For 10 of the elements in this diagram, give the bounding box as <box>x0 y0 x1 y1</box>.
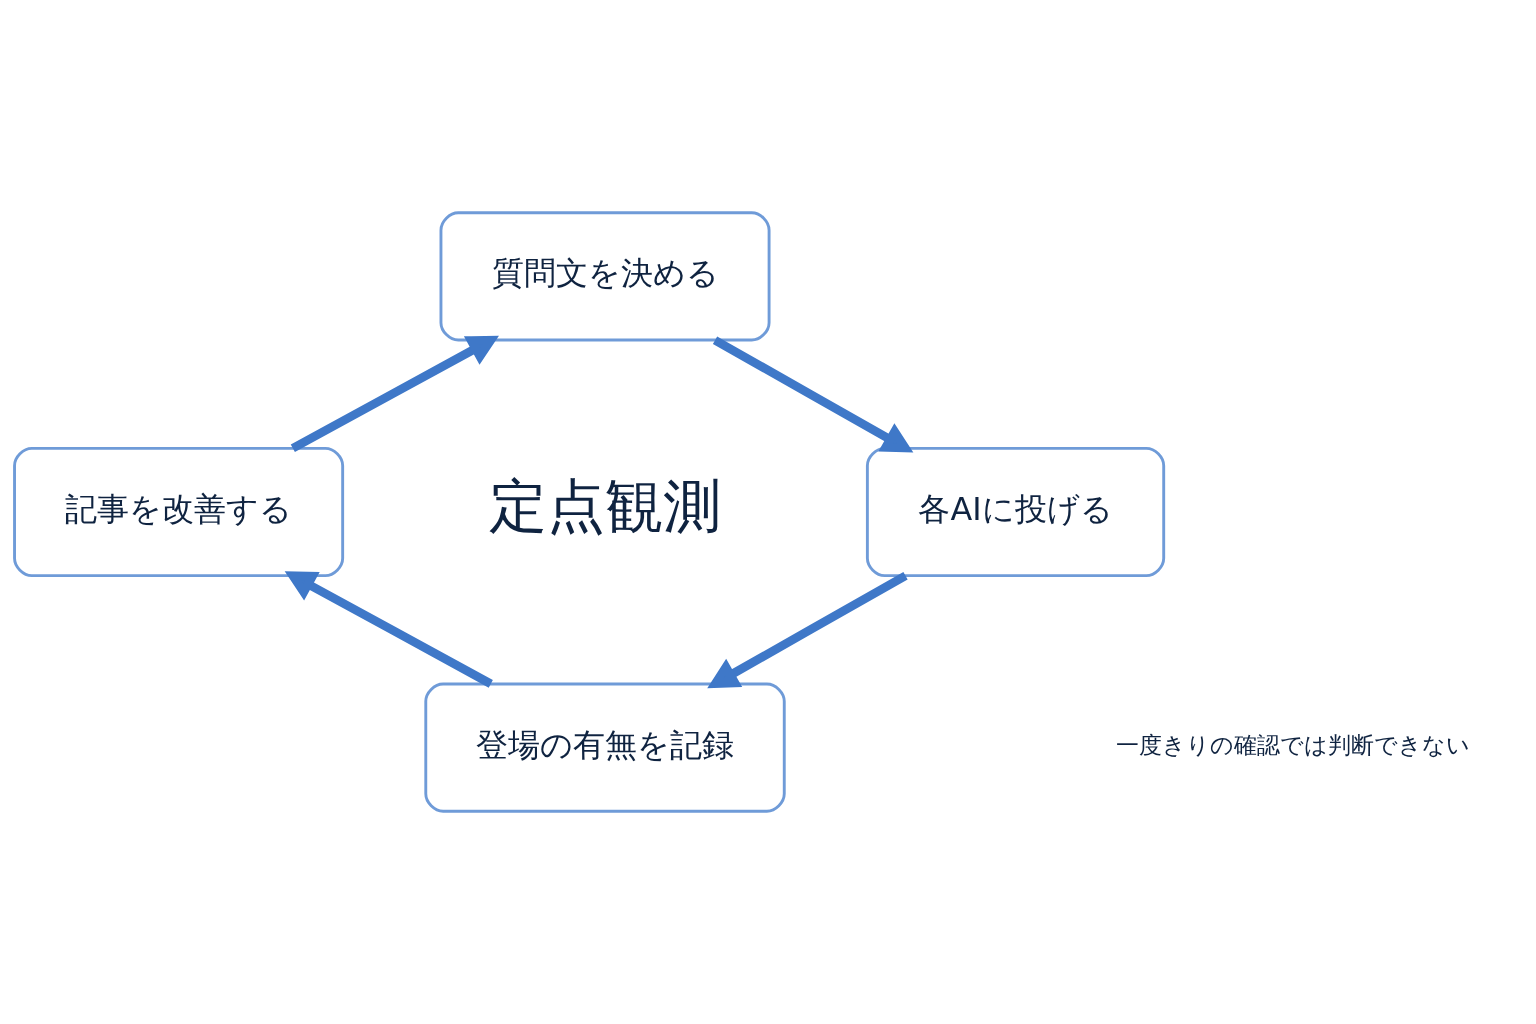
node-box: 各AIに投げる <box>865 446 1166 578</box>
arrow <box>284 571 493 688</box>
label: 定点観測 <box>489 472 722 541</box>
node-box: 質問文を決める <box>439 211 771 342</box>
label: 一度きりの確認では判断できない <box>1116 732 1471 759</box>
arrow <box>290 335 499 453</box>
node-box: 記事を改善する <box>13 446 345 578</box>
arrow <box>712 336 914 453</box>
node-box: 登場の有無を記録 <box>424 682 786 813</box>
arrow <box>707 572 908 689</box>
